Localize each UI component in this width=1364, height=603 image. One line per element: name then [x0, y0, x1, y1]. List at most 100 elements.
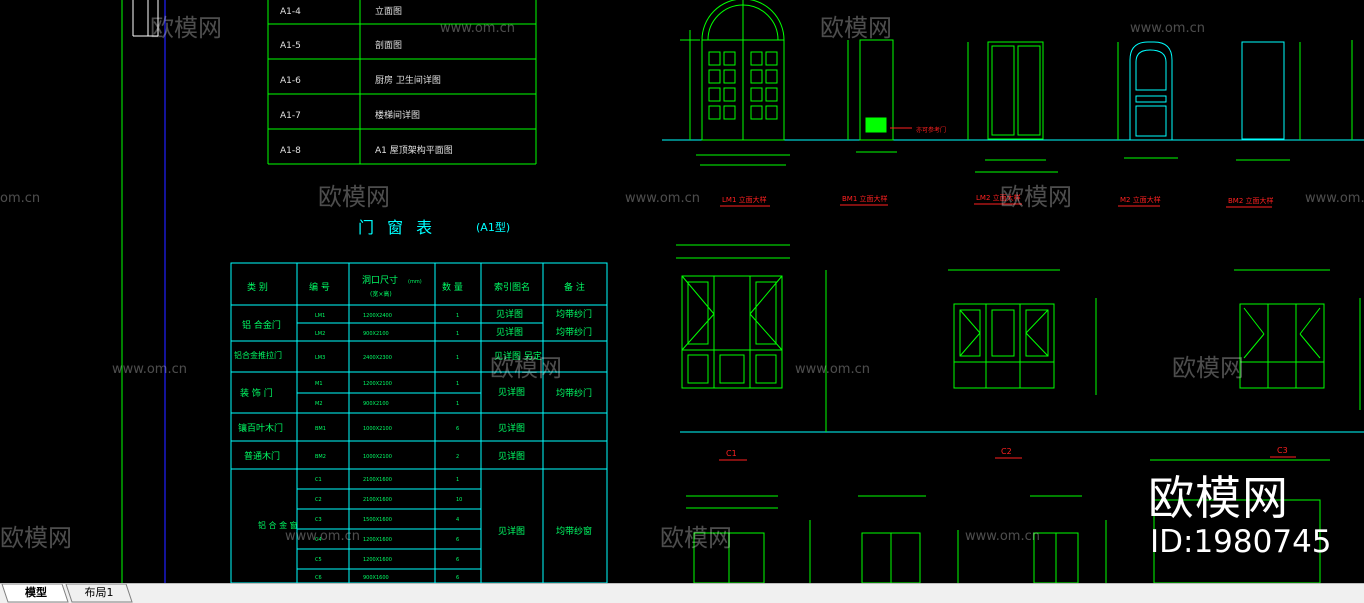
- ref: 见详图: [498, 386, 525, 398]
- qty: 6: [456, 537, 459, 543]
- code: LM1: [315, 313, 325, 319]
- header-size-unit: (mm): [408, 279, 422, 285]
- watermark-brand: 欧模网: [490, 354, 562, 382]
- size: 1000X2100: [363, 454, 392, 460]
- ref: 见详图 另定: [494, 350, 542, 362]
- category: 铝 合金门: [242, 319, 281, 331]
- watermark-site: www.om.cn: [1130, 21, 1205, 36]
- qty: 6: [456, 426, 459, 432]
- note: 均带纱门: [556, 326, 592, 338]
- watermark-brand: 欧模网: [1000, 183, 1072, 211]
- door-labels: LM1 立面大样 BM1 立面大样 LM2 立面大样 M2 立面大样 BM2 立…: [722, 126, 1274, 205]
- watermark-brand: 欧模网: [150, 14, 222, 42]
- code: C4: [315, 537, 322, 543]
- ref: 见详图: [498, 422, 525, 434]
- code: C2: [315, 497, 322, 503]
- watermark-site: www.om.cn: [440, 21, 515, 36]
- code: BM2: [315, 454, 326, 460]
- door-window-schedule: [230, 262, 608, 583]
- left-axis-lines: [121, 0, 166, 583]
- code: C3: [315, 517, 322, 523]
- size: 1200X2100: [363, 381, 392, 387]
- qty: 4: [456, 517, 459, 523]
- category: 普通木门: [244, 450, 280, 462]
- code: LM3: [315, 355, 325, 361]
- index-name: 厨房 卫生间详图: [375, 74, 441, 86]
- watermark-id: ID:1980745: [1150, 524, 1332, 560]
- model-space-canvas[interactable]: A1-4 立面图 A1-5 剖面图 A1-6 厨房 卫生间详图 A1-7 楼梯间…: [0, 0, 1364, 583]
- watermark-site: www.om.cn: [1305, 191, 1364, 206]
- ref: 见详图: [496, 308, 523, 320]
- header-category: 类 别: [247, 281, 268, 293]
- index-name: A1 屋顶架构平面图: [375, 144, 453, 156]
- size: 900X2100: [363, 331, 389, 337]
- qty: 2: [456, 454, 459, 460]
- code: M2: [315, 401, 323, 407]
- qty: 1: [456, 381, 459, 387]
- size: 1200X2400: [363, 313, 392, 319]
- index-name: 剖面图: [375, 39, 402, 51]
- size: 1000X2100: [363, 426, 392, 432]
- category: 装 饰 门: [240, 387, 273, 399]
- index-name: 楼梯间详图: [375, 109, 420, 121]
- layout-tab-bar: 模型 布局1: [0, 583, 1364, 603]
- watermark-site: www.om.cn: [625, 191, 700, 206]
- qty: 1: [456, 401, 459, 407]
- side-note: 亦可参考门: [916, 126, 946, 134]
- qty: 1: [456, 331, 459, 337]
- code: M1: [315, 381, 323, 387]
- window-label: C1: [726, 449, 737, 458]
- header-code: 编 号: [309, 281, 330, 293]
- index-code: A1-8: [280, 146, 301, 156]
- door-elevations: [662, 0, 1364, 173]
- qty: 1: [456, 477, 459, 483]
- door-label: BM2 立面大样: [1228, 196, 1274, 205]
- size: 1500X1600: [363, 517, 392, 523]
- code: BM1: [315, 426, 326, 432]
- size: 900X1600: [363, 575, 389, 581]
- size: 2400X2300: [363, 355, 392, 361]
- watermark-brand: 欧模网: [0, 524, 72, 552]
- window-label: C3: [1277, 446, 1288, 455]
- watermark-site: om.cn: [0, 191, 40, 206]
- watermark-site: www.om.cn: [112, 362, 187, 377]
- index-code: A1-4: [280, 7, 301, 17]
- window-label: C2: [1001, 447, 1012, 456]
- qty: 1: [456, 313, 459, 319]
- header-size: 洞口尺寸: [362, 274, 398, 286]
- window-elevations-bottom: [686, 459, 1330, 583]
- tab-layout1[interactable]: 布局1: [84, 586, 114, 599]
- header-note: 备 注: [564, 281, 585, 293]
- size: 1200X1600: [363, 557, 392, 563]
- qty: 1: [456, 355, 459, 361]
- index-name: 立面图: [375, 5, 402, 17]
- door-label: BM1 立面大样: [842, 194, 888, 203]
- qty: 6: [456, 575, 459, 581]
- note: 均带纱门: [556, 308, 592, 320]
- size: 1200X1600: [363, 537, 392, 543]
- drawing-index-text: A1-4 立面图 A1-5 剖面图 A1-6 厨房 卫生间详图 A1-7 楼梯间…: [280, 5, 453, 156]
- window-elevations: [676, 244, 1364, 433]
- note: 均带纱门: [556, 387, 592, 399]
- header-size-sub: (宽×高): [370, 290, 392, 298]
- tab-model[interactable]: 模型: [25, 586, 47, 599]
- category: 铝 合 金 窗: [258, 520, 298, 530]
- header-ref: 索引图名: [494, 281, 530, 293]
- schedule-type: (A1型): [476, 220, 510, 234]
- code: C5: [315, 557, 322, 563]
- ref: 见详图: [498, 450, 525, 462]
- qty: 10: [456, 497, 462, 503]
- door-label: LM1 立面大样: [722, 195, 767, 204]
- ref: 见详图: [496, 326, 523, 338]
- door-label: M2 立面大样: [1120, 195, 1161, 204]
- qty: 6: [456, 557, 459, 563]
- code: C1: [315, 477, 322, 483]
- tab-outline: [1, 584, 133, 603]
- category: 铝合金推拉门: [234, 350, 282, 360]
- watermark-big-brand: 欧模网: [1148, 471, 1289, 525]
- watermark-site: www.om.cn: [965, 529, 1040, 544]
- window-labels: C1 C2 C3: [726, 446, 1288, 458]
- watermarks: 欧模网 www.om.cn 欧模网 www.om.cn om.cn 欧模网 ww…: [0, 14, 1364, 552]
- size: 2100X1600: [363, 477, 392, 483]
- schedule-title: 门 窗 表: [358, 218, 436, 237]
